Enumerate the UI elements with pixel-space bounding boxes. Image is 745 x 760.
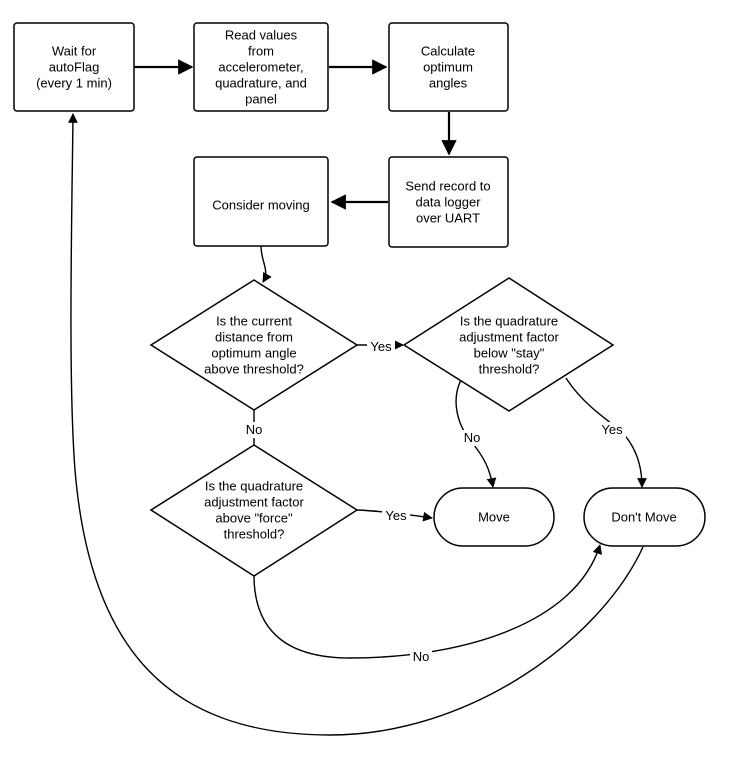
label-line: Don't Move — [611, 510, 676, 525]
label-line: from — [248, 44, 274, 59]
edge-labels: Yes No No Yes Yes No — [243, 338, 626, 665]
label-line: Is the quadrature — [460, 314, 558, 329]
label-line: optimum — [423, 60, 473, 75]
d2-yes-label: Yes — [601, 422, 623, 437]
node-move: Move — [433, 487, 555, 547]
d3-yes-label: Yes — [385, 508, 407, 523]
d3-diamond — [149, 444, 359, 577]
label-line: distance from — [215, 330, 293, 345]
d2-diamond — [402, 277, 615, 412]
label-line: above "force" — [215, 511, 293, 526]
label-line: autoFlag — [49, 60, 100, 75]
d1-diamond — [149, 279, 359, 411]
label-line: Is the current — [216, 314, 292, 329]
label-line: quadrature, and — [215, 76, 307, 91]
consider-label: Consider moving — [212, 198, 310, 213]
dont-move-label: Don't Move — [611, 510, 676, 525]
label-line: over UART — [416, 211, 480, 226]
move-terminal — [433, 487, 555, 547]
label-line: above threshold? — [204, 362, 304, 377]
label-line: adjustment factor — [204, 495, 304, 510]
dont-move-terminal — [583, 487, 706, 547]
connectors — [68, 59, 647, 736]
label-line: Consider moving — [212, 198, 310, 213]
label-line: optimum angle — [211, 346, 296, 361]
edge-dont-to-wait — [68, 113, 644, 736]
edge-d3-no-to-dont — [253, 544, 603, 659]
label-line: below "stay" — [474, 346, 545, 361]
calc-box — [388, 22, 509, 112]
label-line: threshold? — [479, 362, 540, 377]
label-line: accelerometer, — [218, 60, 303, 75]
label-line: Wait for — [52, 44, 97, 59]
wait-box — [13, 22, 135, 112]
node-consider: Consider moving — [193, 156, 329, 247]
d1-no-label: No — [246, 422, 263, 437]
send-box — [388, 156, 509, 248]
label-line: adjustment factor — [459, 330, 559, 345]
label-line: threshold? — [224, 527, 285, 542]
label-line: Read values — [225, 28, 298, 43]
label-line: Move — [478, 510, 510, 525]
read-box — [193, 22, 329, 112]
label-line: angles — [429, 76, 468, 91]
d3-no-label: No — [413, 649, 430, 664]
label-line: Calculate — [421, 44, 475, 59]
consider-box — [193, 156, 329, 247]
label-line: panel — [245, 92, 277, 107]
label-line: Send record to — [405, 179, 490, 194]
node-dont: Don't Move — [583, 487, 706, 547]
edge-consider-to-d1 — [260, 245, 272, 283]
d1-yes-label: Yes — [370, 339, 392, 354]
label-line: Is the quadrature — [205, 479, 303, 494]
move-label: Move — [478, 510, 510, 525]
label-line: data logger — [415, 195, 481, 210]
label-line: (every 1 min) — [36, 76, 112, 91]
d2-no-label: No — [464, 430, 481, 445]
